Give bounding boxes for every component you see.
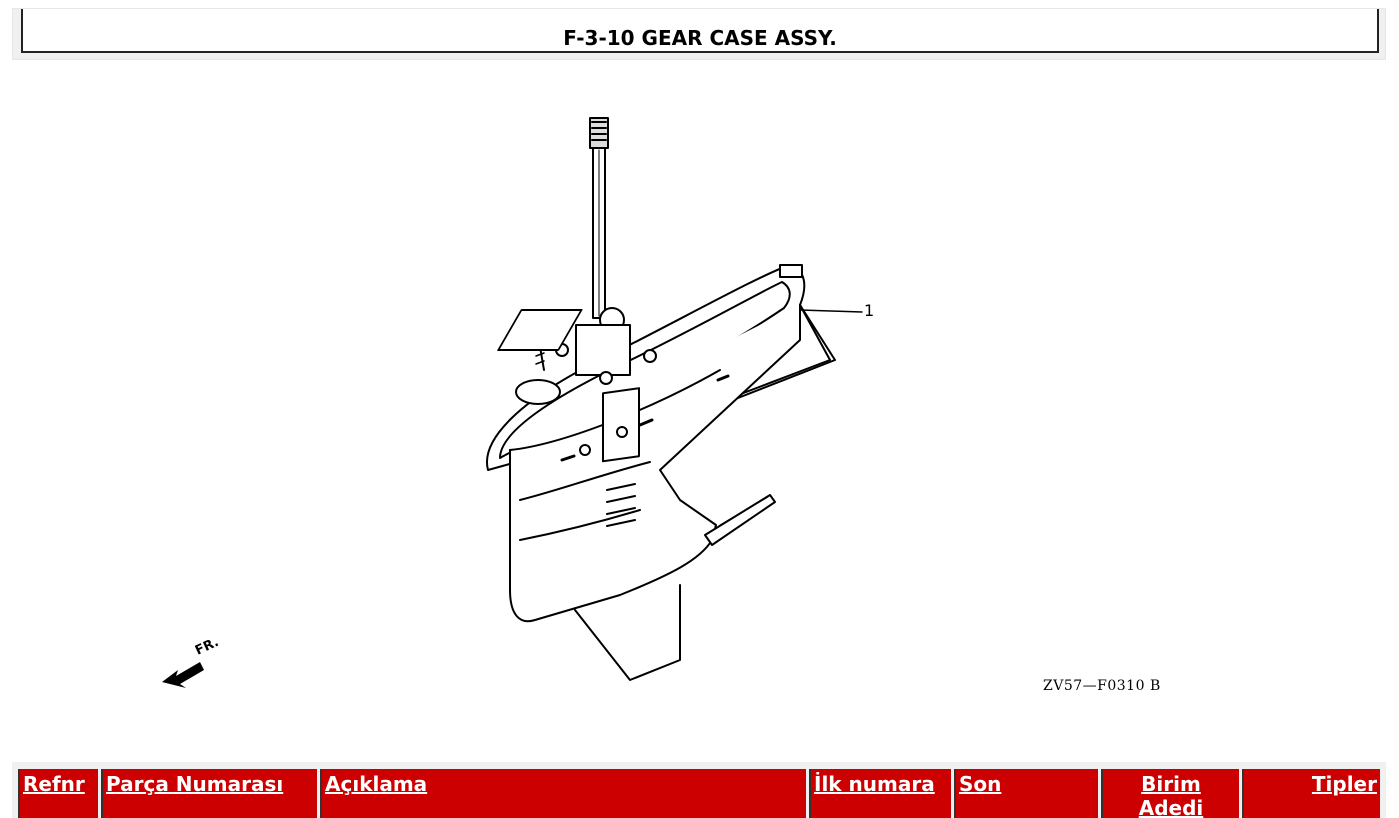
sort-link-types[interactable]: Tipler — [1311, 772, 1377, 796]
column-header-types: Tipler — [1242, 769, 1380, 818]
gear-case-illustration — [162, 117, 863, 688]
sort-link-first-number[interactable]: İlk numara — [814, 772, 935, 796]
column-header-refnr: Refnr — [18, 769, 98, 818]
sort-link-refnr[interactable]: Refnr — [23, 772, 85, 796]
callout-1: 1 — [864, 301, 875, 320]
title-cell: F-3-10 GEAR CASE ASSY. — [21, 9, 1379, 53]
column-header-first-number: İlk numara — [809, 769, 951, 818]
sort-link-part-number[interactable]: Parça Numarası — [106, 772, 284, 796]
page-title: F-3-10 GEAR CASE ASSY. — [563, 26, 837, 50]
column-header-last: Son — [954, 769, 1098, 818]
column-header-unit-quantity: Birim Adedi — [1101, 769, 1239, 818]
column-header-part-number: Parça Numarası — [101, 769, 317, 818]
parts-diagram: 1 FR. ZV57—F0310 B — [0, 70, 1399, 730]
sort-link-description[interactable]: Açıklama — [325, 772, 428, 796]
front-arrow-icon — [162, 662, 204, 688]
drawing-code: ZV57—F0310 B — [1043, 678, 1161, 694]
sort-link-last[interactable]: Son — [959, 772, 1002, 796]
sort-link-unit-quantity[interactable]: Birim Adedi — [1138, 772, 1204, 818]
title-frame: F-3-10 GEAR CASE ASSY. — [12, 8, 1386, 60]
column-header-description: Açıklama — [320, 769, 806, 818]
parts-table-header: Refnr Parça Numarası Açıklama İlk numara… — [12, 762, 1386, 818]
